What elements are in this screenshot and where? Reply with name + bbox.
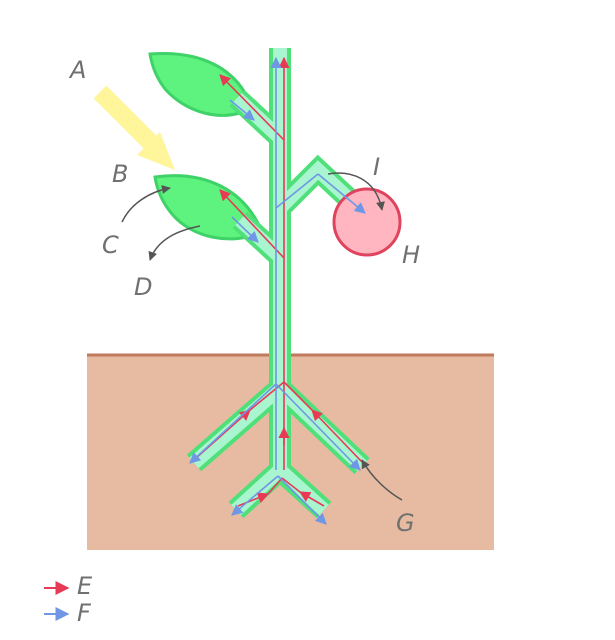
legend-F-label: F — [77, 599, 92, 627]
label-D: D — [134, 273, 152, 301]
label-pointers — [121, 172, 403, 501]
legend-E-label: E — [77, 572, 93, 600]
label-C: C — [102, 231, 119, 259]
vascular-inner — [189, 48, 367, 516]
label-A: A — [68, 56, 86, 84]
xylem-flow-arrows — [195, 56, 363, 507]
upper-leaf — [148, 51, 254, 117]
lower-leaf — [153, 174, 264, 241]
phloem-flow-arrows — [189, 56, 366, 525]
label-B: B — [112, 160, 128, 188]
label-H: H — [402, 241, 420, 269]
sunlight-arrow — [93, 85, 175, 170]
label-I: I — [373, 153, 380, 181]
fruit — [332, 187, 402, 257]
label-G: G — [396, 509, 415, 537]
legend: E F — [44, 572, 93, 627]
